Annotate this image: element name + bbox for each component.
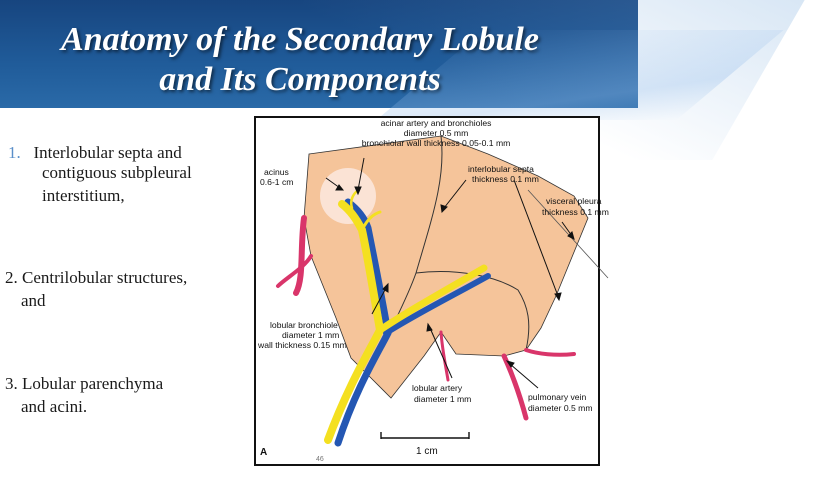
label-lobular-bronchiole: lobular bronchiole bbox=[270, 320, 338, 330]
visceral-pleura-line bbox=[527, 189, 609, 279]
label-pulmonary-vein: pulmonary vein bbox=[528, 392, 586, 402]
list-item-line: and bbox=[21, 291, 46, 310]
list-item: 2. Centrilobular structures, bbox=[5, 268, 188, 287]
pointer-arrows bbox=[325, 157, 575, 389]
label-lobular-artery: lobular artery bbox=[412, 383, 463, 393]
list-item-line: and acini. bbox=[21, 397, 88, 416]
acinar-bronchiole bbox=[349, 190, 358, 210]
label-acinus: acinus bbox=[264, 167, 289, 177]
acinus-highlight bbox=[320, 168, 376, 224]
list-item-text: Interlobular septa and bbox=[33, 143, 182, 162]
pulmonary-vein bbox=[276, 254, 313, 288]
label-lobular-bronchiole: diameter 1 mm bbox=[282, 330, 339, 340]
acinar-bronchiole bbox=[360, 210, 382, 232]
lobular-artery-branch bbox=[383, 273, 491, 336]
list-item: 1. Interlobular septa and bbox=[8, 143, 182, 163]
list-item-number: 1. bbox=[8, 143, 21, 162]
lobular-bronchiole-branch bbox=[376, 264, 488, 334]
slide-title-line: Anatomy of the Secondary Lobule bbox=[61, 21, 539, 58]
slide-title-line: and Its Components bbox=[159, 61, 441, 98]
label-pulmonary-vein: diameter 0.5 mm bbox=[528, 403, 592, 413]
label-interlobular-septa: interlobular septa bbox=[468, 164, 534, 174]
label-acinar-artery: diameter 0.5 mm bbox=[404, 128, 468, 138]
panel-letter: A bbox=[260, 447, 267, 458]
lobular-artery bbox=[334, 198, 392, 447]
label-acinar-artery: acinar artery and bronchioles bbox=[381, 118, 492, 128]
list-item-line: contiguous subpleural bbox=[42, 163, 192, 182]
lobule-diagram-svg: acinar artery and bronchioles diameter 0… bbox=[257, 118, 609, 463]
scale-bar-label: 1 cm bbox=[416, 446, 438, 457]
label-interlobular-septa: thickness 0.1 mm bbox=[472, 174, 539, 184]
scale-bar bbox=[380, 432, 470, 439]
pulmonary-vein bbox=[524, 348, 576, 357]
pulmonary-vein bbox=[501, 353, 529, 421]
label-visceral-pleura: thickness 0.1 mm bbox=[542, 207, 609, 217]
slide-page-number: 46 bbox=[316, 456, 324, 463]
label-visceral-pleura: visceral pleura bbox=[546, 196, 602, 206]
slide-header: Anatomy of the Secondary Lobule and Its … bbox=[0, 0, 828, 160]
label-lobular-bronchiole: wall thickness 0.15 mm bbox=[257, 340, 347, 350]
pulmonary-vein bbox=[293, 215, 307, 296]
label-lobular-artery: diameter 1 mm bbox=[414, 394, 471, 404]
label-acinus: 0.6-1 cm bbox=[260, 177, 293, 187]
lobular-bronchiole bbox=[324, 200, 385, 444]
lobule-diagram: acinar artery and bronchioles diameter 0… bbox=[254, 116, 609, 466]
interlobular-septum bbox=[415, 271, 530, 351]
slide-title: Anatomy of the Secondary Lobule and Its … bbox=[0, 20, 600, 100]
list-item-line: interstitium, bbox=[42, 186, 125, 205]
list-item: 3. Lobular parenchyma bbox=[5, 374, 164, 393]
pulmonary-vein bbox=[439, 330, 450, 382]
label-acinar-artery: bronchiolar wall thickness 0.05-0.1 mm bbox=[362, 138, 511, 148]
